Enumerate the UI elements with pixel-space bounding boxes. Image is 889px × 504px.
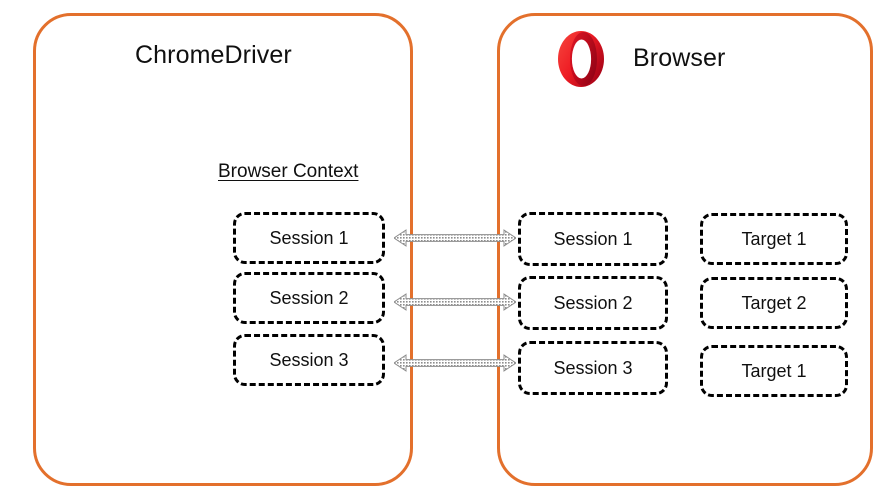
chromedriver-panel-title: ChromeDriver <box>135 41 292 69</box>
opera-logo-icon <box>552 30 610 88</box>
session-1-link-arrow <box>393 225 517 251</box>
browser-panel-title: Browser <box>633 44 726 72</box>
browser-target-2: Target 2 <box>700 277 848 329</box>
chromedriver-session-3: Session 3 <box>233 334 385 386</box>
browser-session-2: Session 2 <box>518 276 668 330</box>
browser-session-1: Session 1 <box>518 212 668 266</box>
browser-session-3: Session 3 <box>518 341 668 395</box>
session-3-link-arrow <box>393 350 517 376</box>
browser-target-3: Target 1 <box>700 345 848 397</box>
chromedriver-session-1: Session 1 <box>233 212 385 264</box>
browser-panel <box>497 13 873 486</box>
browser-target-1: Target 1 <box>700 213 848 265</box>
session-2-link-arrow <box>393 289 517 315</box>
chromedriver-session-2: Session 2 <box>233 272 385 324</box>
chromedriver-panel <box>33 13 413 486</box>
browser-context-label: Browser Context <box>218 161 359 182</box>
